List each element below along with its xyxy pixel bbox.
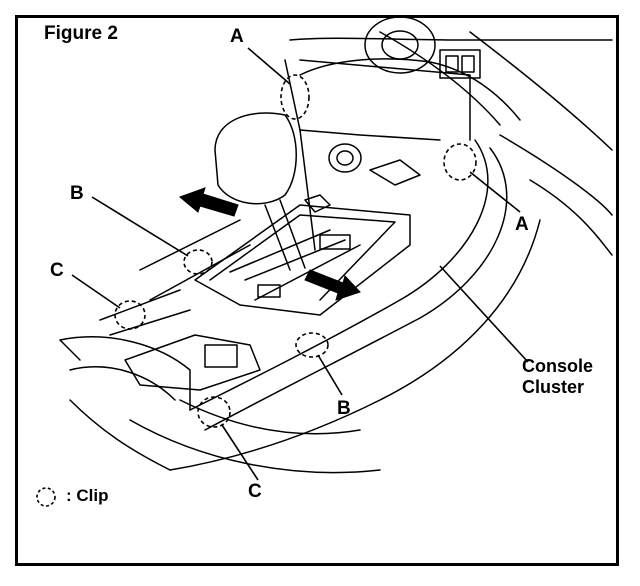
clip-a-right [443,143,477,181]
clip-b-left [183,249,213,275]
console-label-line1: Console [522,356,594,376]
console-cluster-label: Console Cluster [522,356,593,398]
clip-legend-symbol [36,487,56,507]
clip-a-top [280,74,310,120]
clip-c-left [114,300,146,330]
callout-b-left: B [70,183,84,204]
callout-a-top: A [230,26,244,47]
callout-c-bottom: C [248,481,262,502]
figure-frame [15,15,619,566]
callout-c-left: C [50,260,64,281]
callout-b-bottom: B [337,398,351,419]
console-label-line2: Cluster [522,377,585,397]
callout-a-right: A [515,214,529,235]
figure-title: Figure 2 [44,23,118,44]
legend-clip-icon [38,487,60,505]
legend: : Clip [38,486,109,506]
clip-b-bottom [295,332,329,358]
legend-text: : Clip [66,486,109,505]
clip-c-bottom [197,396,231,428]
